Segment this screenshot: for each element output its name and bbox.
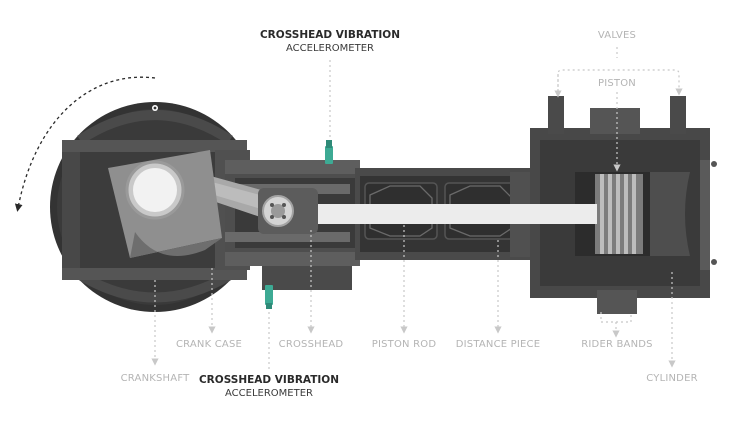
- accelerometer-label-bottom: CROSSHEAD VIBRATION ACCELEROMETER: [199, 374, 339, 400]
- label-distance-piece: DISTANCE PIECE: [455, 339, 541, 350]
- label-piston-rod: PISTON ROD: [371, 339, 437, 350]
- label-piston: PISTON: [598, 78, 636, 89]
- accelerometer-bottom: [265, 285, 273, 305]
- piston-rod-shape: [305, 204, 597, 224]
- accelerometer-title-top: CROSSHEAD VIBRATION: [259, 29, 401, 41]
- label-crosshead: CROSSHEAD: [278, 339, 344, 350]
- label-crankshaft: CRANKSHAFT: [120, 373, 190, 384]
- accelerometer-subtitle-top: ACCELEROMETER: [286, 43, 374, 54]
- accelerometer-subtitle-bottom: ACCELEROMETER: [225, 388, 313, 399]
- accelerometer-top: [325, 146, 333, 164]
- label-crank-case: CRANK CASE: [175, 339, 243, 350]
- accelerometer-title-bottom: CROSSHEAD VIBRATION: [198, 374, 340, 386]
- label-rider-bands: RIDER BANDS: [581, 339, 653, 350]
- label-valves: VALVES: [597, 30, 637, 41]
- rotation-arrow: [14, 76, 156, 212]
- label-cylinder: CYLINDER: [646, 373, 698, 384]
- accelerometer-label-top: CROSSHEAD VIBRATION ACCELEROMETER: [260, 29, 400, 55]
